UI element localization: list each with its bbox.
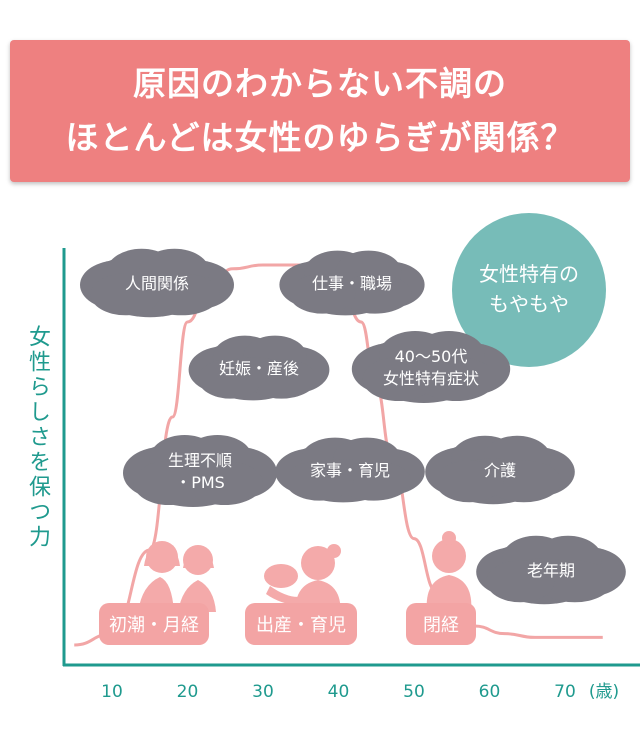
badge-menarche-label: 初潮・月経 bbox=[109, 615, 199, 636]
cloud-housework: 家事・育児 bbox=[275, 437, 425, 503]
cloud-symptoms-40-50-line-1: 女性特有症状 bbox=[383, 369, 479, 388]
girls-figure bbox=[138, 541, 216, 612]
x-tick-10: 10 bbox=[101, 682, 123, 702]
cloud-care: 介護 bbox=[425, 435, 575, 505]
title-line-2: ほとんどは女性のゆらぎが関係？ bbox=[65, 118, 575, 157]
y-axis-label: 女性らしさを保つ力 bbox=[25, 325, 50, 550]
x-tick-labels: 10 20 30 40 50 60 70 bbox=[101, 682, 576, 702]
x-tick-50: 50 bbox=[403, 682, 425, 702]
cloud-work: 仕事・職場 bbox=[279, 250, 425, 316]
badge-menopause-label: 閉経 bbox=[423, 615, 459, 636]
cloud-old-age: 老年期 bbox=[476, 535, 626, 605]
highlight-line-1: 女性特有の bbox=[479, 262, 579, 286]
title-banner: 原因のわからない不調の ほとんどは女性のゆらぎが関係？ bbox=[10, 40, 630, 182]
highlight-line-2: もやもや bbox=[489, 292, 569, 316]
cloud-old-age-line-0: 老年期 bbox=[527, 561, 575, 580]
cloud-pms: 生理不順・PMS bbox=[123, 435, 277, 507]
cloud-human-relations-line-0: 人間関係 bbox=[125, 274, 189, 293]
cloud-work-line-0: 仕事・職場 bbox=[312, 274, 392, 293]
x-tick-40: 40 bbox=[328, 682, 350, 702]
cloud-housework-line-0: 家事・育児 bbox=[310, 461, 390, 480]
cloud-pregnancy-line-0: 妊娠・産後 bbox=[219, 359, 299, 378]
highlight-circle: 女性特有の もやもや bbox=[452, 213, 606, 367]
badge-childbirth bbox=[245, 603, 357, 645]
title-line-1: 原因のわからない不調の bbox=[133, 64, 507, 103]
cloud-pms-line-1: ・PMS bbox=[175, 473, 225, 492]
cloud-pregnancy: 妊娠・産後 bbox=[188, 335, 330, 401]
stage-badges: 初潮・月経 出産・育児 閉経 bbox=[99, 603, 476, 645]
cloud-symptoms-40-50-line-0: 40〜50代 bbox=[395, 347, 468, 366]
femininity-curve bbox=[74, 263, 603, 647]
badge-menarche bbox=[99, 603, 209, 645]
x-unit-label: (歳) bbox=[589, 682, 619, 702]
x-tick-20: 20 bbox=[177, 682, 199, 702]
badge-menopause bbox=[406, 603, 476, 645]
cloud-care-line-0: 介護 bbox=[484, 461, 516, 480]
badge-childbirth-label: 出産・育児 bbox=[256, 615, 346, 636]
cloud-pms-line-0: 生理不順 bbox=[168, 451, 232, 470]
menopause-woman-figure bbox=[426, 531, 472, 612]
x-tick-30: 30 bbox=[252, 682, 274, 702]
x-tick-60: 60 bbox=[479, 682, 501, 702]
x-tick-70: 70 bbox=[554, 682, 576, 702]
cloud-human-relations: 人間関係 bbox=[80, 248, 234, 318]
